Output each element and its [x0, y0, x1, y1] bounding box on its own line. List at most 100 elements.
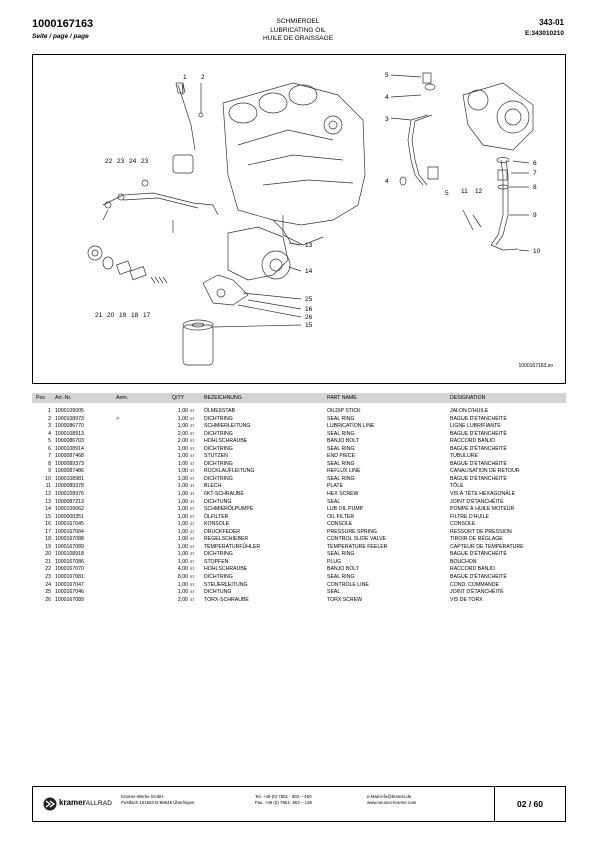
cell-unit: ST — [190, 416, 195, 421]
col-qty: Q/TY — [172, 395, 185, 401]
callout-label: 17 — [143, 312, 151, 319]
turbocharger-drawing — [462, 82, 534, 151]
cell-des: JALON D'HUILE — [450, 408, 489, 414]
cell-bez: DICHTUNG — [204, 589, 232, 596]
company-address: Kramer-Werke GmbH Postfach 101563 D-8864… — [121, 794, 194, 806]
cell-unit: ST — [190, 499, 195, 504]
cell-art: 1000087486 — [55, 468, 84, 475]
callout-label: 6 — [533, 160, 537, 167]
cell-unit: ST — [190, 522, 195, 527]
cell-art: 1000167070 — [55, 566, 84, 573]
cell-pos: 13 — [45, 498, 51, 505]
callout-label: 26 — [305, 314, 313, 321]
cell-pos: 25 — [45, 589, 51, 596]
cell-unit: ST — [190, 544, 195, 549]
cell-art: 1000108981 — [55, 475, 84, 482]
cell-unit: ST — [190, 461, 195, 466]
cell-qty: 8,00 — [177, 574, 188, 581]
cell-qty: 1,00 — [177, 468, 188, 475]
cell-bez: DICHTUNG — [204, 498, 232, 505]
cell-bez: 6KT-SCHRAUBE — [204, 491, 244, 498]
callout-label: 22 — [105, 158, 113, 165]
cell-pos: 14 — [45, 506, 51, 513]
cell-bez: REGELSCHIEBER — [204, 536, 249, 543]
cell-qty: 1,00 — [177, 551, 188, 558]
console-drawing — [202, 274, 249, 306]
page-label: Seite / page / page — [32, 33, 89, 40]
cell-bez: DICHTRING — [204, 574, 233, 581]
cell-des: BOUCHON — [450, 558, 477, 565]
cell-pn: TORX SCREW — [327, 596, 363, 603]
cell-pn: PLUG — [327, 558, 342, 565]
cell-bez: DICHTRING — [204, 445, 233, 452]
cell-pos: 19 — [45, 543, 51, 550]
cell-art: 1000167047 — [55, 581, 84, 588]
cell-des: BAGUE D'ÉTANCHÉITÉ — [450, 430, 507, 437]
cell-bez: DICHTRING — [204, 460, 233, 467]
callout-label: 23 — [141, 158, 149, 165]
cell-pos: 18 — [45, 536, 51, 543]
cell-pos: 12 — [45, 491, 51, 498]
title-de: SCHMIEROEL — [276, 18, 320, 25]
cell-qty: 1,00 — [177, 589, 188, 596]
cell-art: 1000108914 — [55, 445, 84, 452]
cell-des: FILTRE D'HUILE — [450, 513, 489, 520]
cell-des: COND. COMMANDE — [450, 581, 499, 588]
cell-qty: 1,00 — [177, 460, 188, 467]
col-bez: BEZEICHNUNG — [204, 395, 242, 401]
col-art: Art.-Nr. — [55, 395, 72, 401]
cell-unit: ST — [190, 424, 195, 429]
cell-pos: 7 — [48, 453, 51, 460]
cell-bez: BLECH — [204, 483, 222, 490]
cell-art: 1000167088 — [55, 536, 84, 543]
email-link[interactable]: e-Mail:info@kramer.de — [367, 794, 412, 799]
cell-pos: 6 — [48, 445, 51, 452]
cell-bez: HOHLSCHRAUBE — [204, 438, 248, 445]
cell-qty: 1,00 — [177, 506, 188, 513]
cell-pn: SEAL RING — [327, 574, 355, 581]
dipstick-drawing — [177, 84, 196, 151]
cell-art: 1000108973 — [55, 415, 84, 422]
cell-pn: BANJO BOLT — [327, 438, 359, 445]
cell-pn: SEAL RING — [327, 475, 355, 482]
website-link[interactable]: www.neuson-kramer.com — [367, 800, 417, 805]
col-des: DESIGNATION — [450, 395, 486, 401]
brand-logo: kramerALLRAD — [59, 798, 112, 807]
cell-bez: STEUERLEITUNG — [204, 581, 248, 588]
cell-pn: PRESSURE SPRING — [327, 528, 377, 535]
cell-pn: SEAL RING — [327, 430, 355, 437]
cell-qty: 1,00 — [177, 498, 188, 505]
cell-unit: ST — [190, 582, 195, 587]
cell-bez: TORX-SCHRAUBE — [204, 596, 249, 603]
callout-label: 13 — [305, 242, 313, 249]
cell-bez: TEMPERATURFÜHLER — [204, 543, 261, 550]
callout-label: 24 — [129, 158, 137, 165]
cell-pos: 5 — [48, 438, 51, 445]
callout-label: 12 — [475, 188, 483, 195]
cell-qty: 1,00 — [177, 408, 188, 414]
callout-label: 7 — [533, 170, 537, 177]
cell-qty: 1,00 — [177, 528, 188, 535]
callout-label: 1 — [183, 74, 187, 81]
cell-pos: 9 — [48, 468, 51, 475]
cell-pn: CONTROL SLIDE VALVE — [327, 536, 386, 543]
cell-qty: 2,00 — [177, 438, 188, 445]
cell-art: 1000108913 — [55, 430, 84, 437]
cell-des: BAGUE D'ÉTANCHÉITÉ — [450, 415, 507, 422]
cell-des: BAGUE D'ÉTANCHÉITÉ — [450, 574, 507, 581]
cell-art: 1000089373 — [55, 460, 84, 467]
cell-qty: 1,00 — [177, 513, 188, 520]
cell-pos: 16 — [45, 521, 51, 528]
cell-art: 1000109005 — [55, 408, 84, 414]
